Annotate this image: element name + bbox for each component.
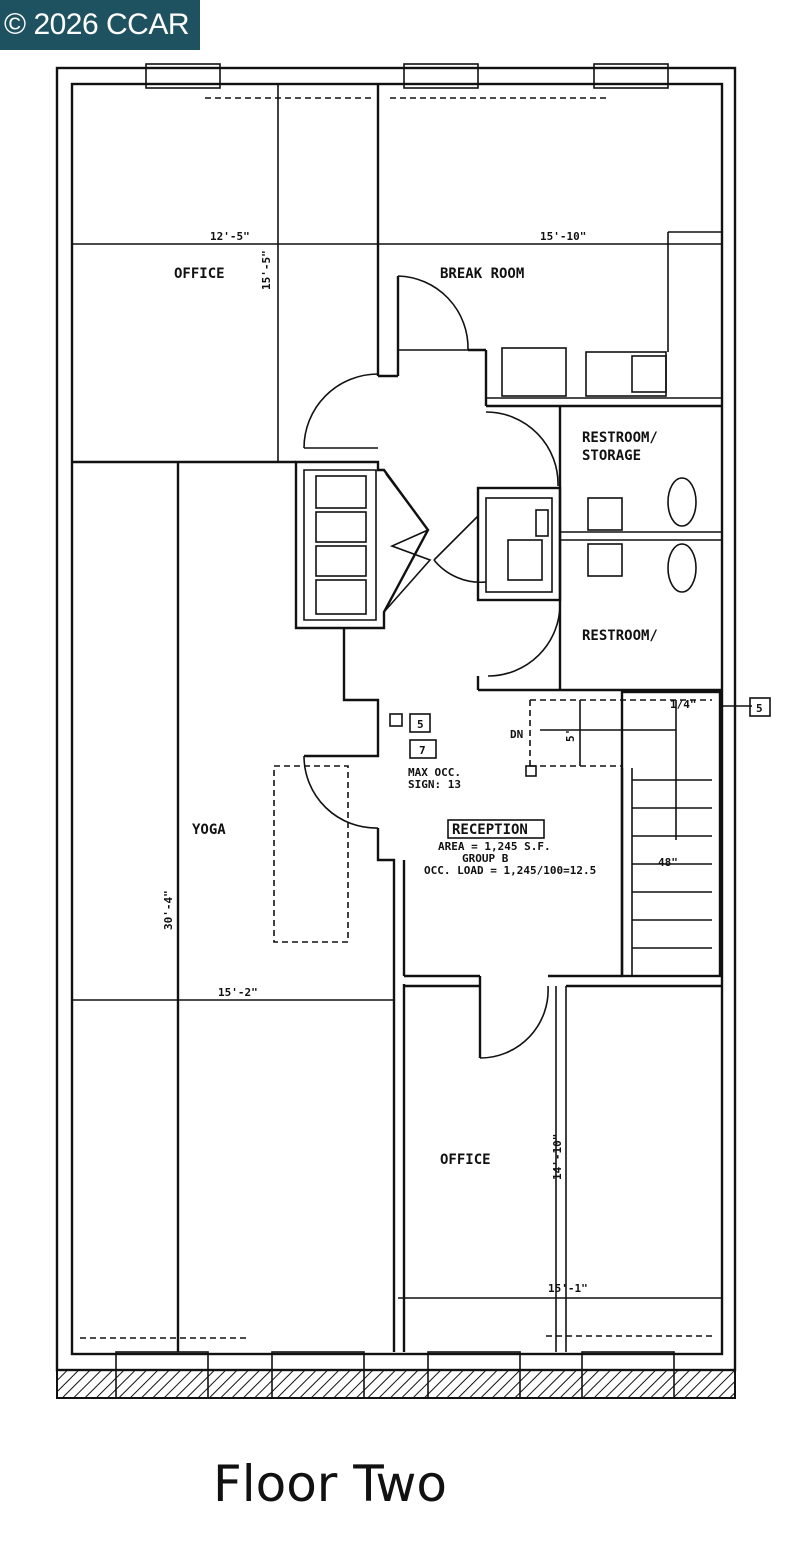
exterior-walls [55, 66, 737, 1372]
tag-5b: 5 [756, 702, 763, 715]
room-label-office-top: OFFICE [174, 266, 225, 282]
room-label-reception: RECEPTION [452, 822, 528, 838]
dim-yoga-width: 15'-2" [218, 986, 258, 999]
upper-partitions [72, 84, 722, 464]
room-label-restroom: RESTROOM/ [582, 628, 658, 644]
dim-office-top-width: 12'-5" [210, 230, 250, 243]
dim-office-top-height: 15'-5" [260, 250, 273, 290]
reception-group: GROUP B [462, 852, 509, 865]
door-swings-upper [303, 275, 559, 487]
room-label-yoga: YOGA [192, 822, 226, 838]
max-occ-label: MAX OCC. [408, 766, 461, 779]
yoga-area-lines [72, 462, 394, 1352]
dim-break-room-width: 15'-10" [540, 230, 586, 243]
stair [525, 690, 771, 978]
room-label-restroom-storage-2: STORAGE [582, 448, 641, 464]
stair-note: 1/4" [670, 698, 697, 711]
copyright-watermark: © 2026 CCAR [0, 0, 200, 50]
tag-5a: 5 [417, 718, 424, 731]
closet [294, 460, 432, 630]
central-partitions [303, 628, 722, 1352]
room-label-office-bottom: OFFICE [440, 1152, 491, 1168]
dim-yoga-height: 30'-4" [162, 890, 175, 930]
room-label-restroom-storage-1: RESTROOM/ [582, 430, 658, 446]
reception-area: AREA = 1,245 S.F. [438, 840, 551, 853]
max-occ-sign: SIGN: 13 [408, 778, 461, 791]
dim-stair-width: 48" [658, 856, 678, 869]
dim-office-bottom-width: 15'-1" [548, 1282, 588, 1295]
floor-plan: OFFICE BREAK ROOM RESTROOM/ STORAGE REST… [55, 63, 771, 1399]
bottom-facade [56, 1335, 736, 1399]
restroom-core [433, 406, 722, 692]
stair-dn-label: DN [510, 728, 523, 741]
room-label-break-room: BREAK ROOM [440, 266, 524, 282]
tag-7: 7 [419, 744, 426, 757]
top-windows [145, 63, 669, 99]
reception-occ-load: OCC. LOAD = 1,245/100=12.5 [424, 864, 596, 877]
dim-office-bottom-height: 14'-10" [551, 1134, 564, 1180]
floor-caption: Floor Two [212, 1455, 448, 1513]
dimension-lines [72, 84, 722, 1352]
dim-stair: 5' [564, 729, 577, 742]
